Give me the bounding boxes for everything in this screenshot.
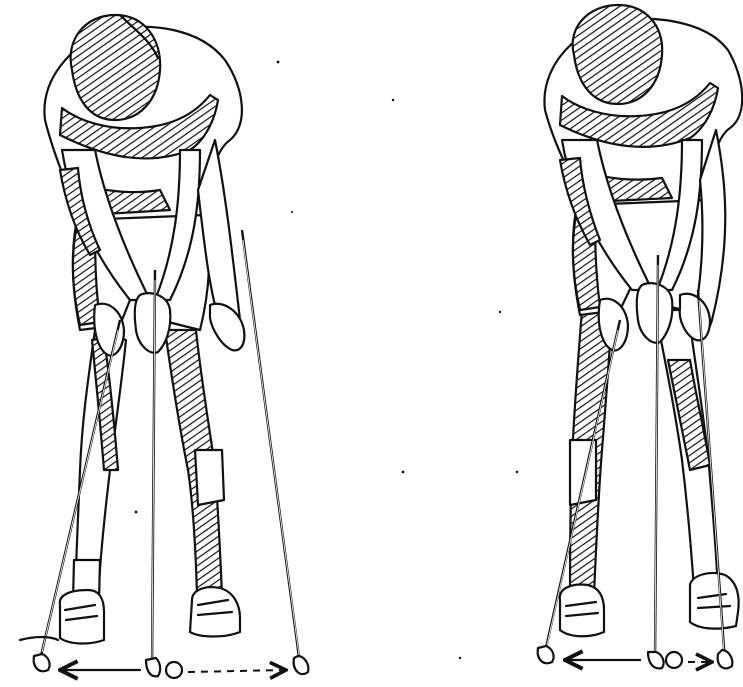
golfer-right — [544, 5, 742, 636]
golfer-left — [44, 15, 244, 644]
